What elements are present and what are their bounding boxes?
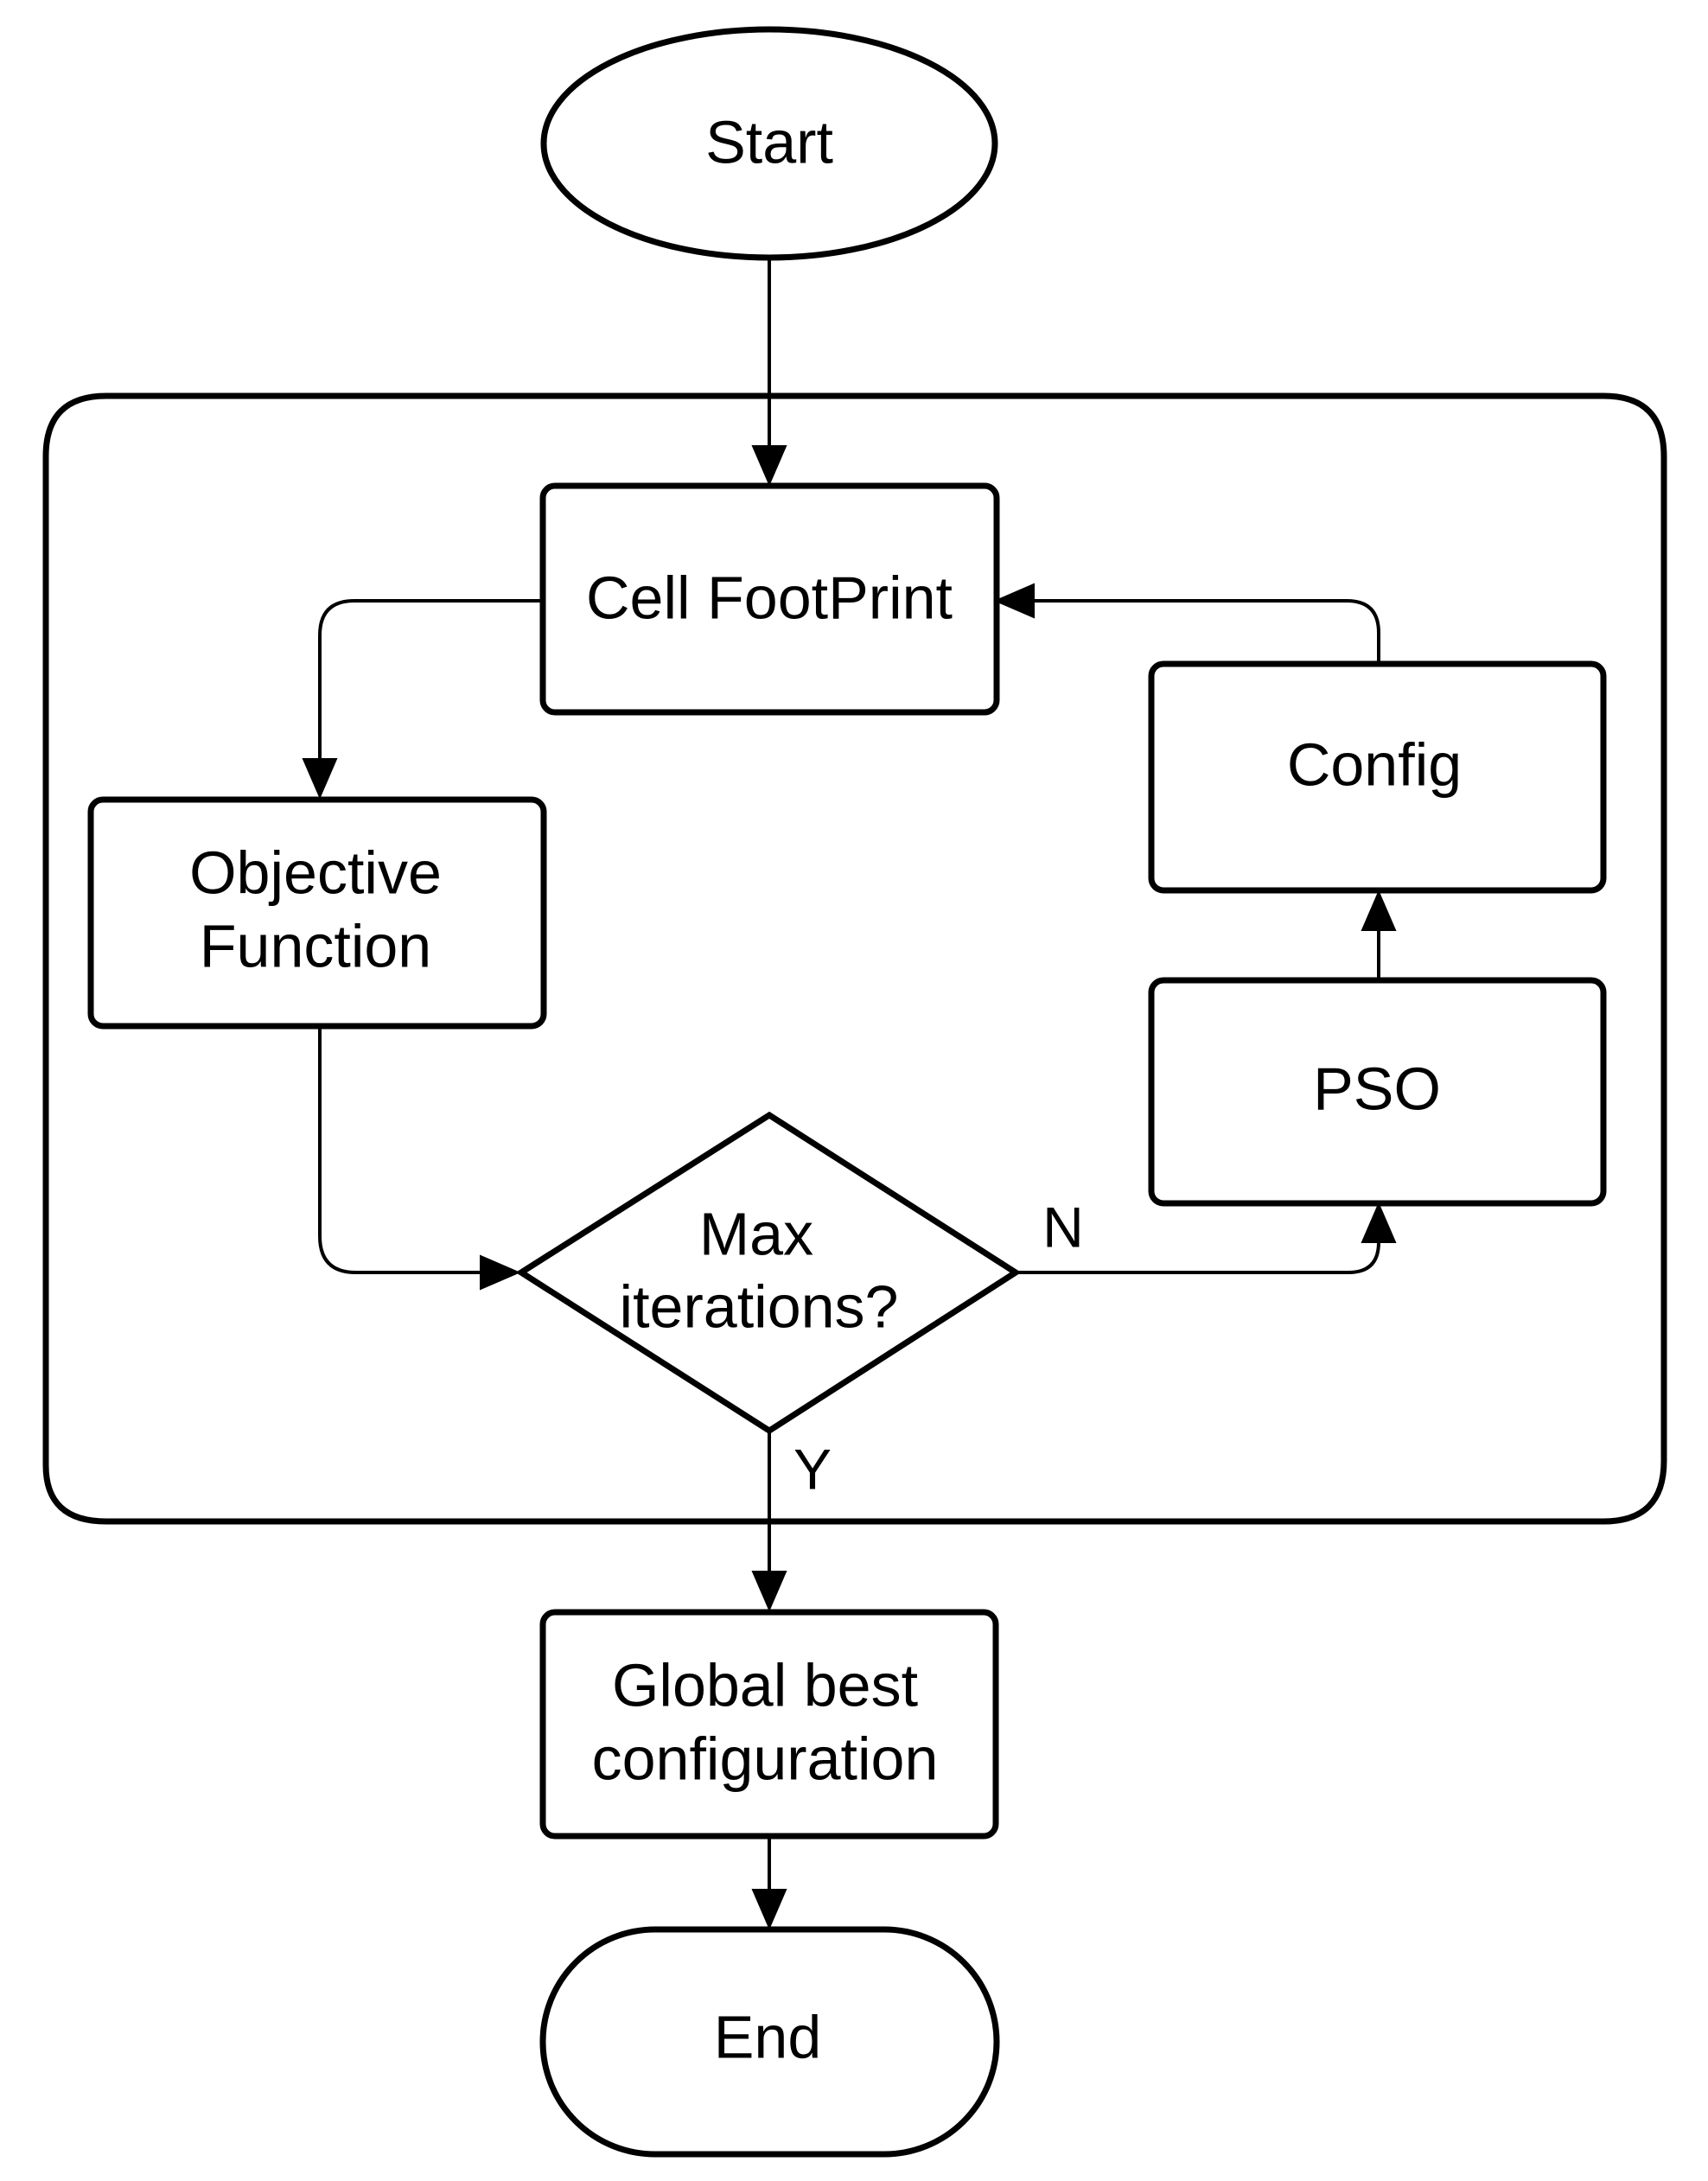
node-config: Config (1148, 660, 1607, 894)
node-config-label: Config (1287, 730, 1462, 798)
node-end-label: End (714, 2003, 822, 2070)
arrowhead (1361, 1202, 1397, 1243)
node-start: Start (540, 26, 998, 261)
arrowhead (751, 1571, 787, 1612)
arrowhead (993, 583, 1035, 619)
node-pso-label: PSO (1313, 1055, 1441, 1122)
node-global-best-label-line-1: Global best (612, 1651, 918, 1719)
arrowhead (751, 1889, 787, 1930)
node-max-iterations-label-line-1: Max (699, 1200, 813, 1267)
edge-label-yes: Y (793, 1437, 832, 1501)
node-max-iterations-label-line-2: iterations? (620, 1272, 899, 1340)
node-global-best-label-line-2: configuration (592, 1725, 939, 1792)
node-cell-footprint: Cell FootPrint (539, 482, 1000, 716)
loop-frame (42, 392, 1667, 1525)
node-pso: PSO (1148, 977, 1607, 1207)
node-max-iterations-decision: Max iterations? (515, 1111, 1022, 1435)
arrowhead (480, 1254, 521, 1291)
node-cell-footprint-label: Cell FootPrint (586, 564, 953, 631)
node-objective-function-label-line-2: Function (200, 912, 431, 979)
edge-label-no: N (1042, 1195, 1084, 1259)
edges (302, 258, 1397, 1930)
node-global-best-configuration: Global best configuration (539, 1609, 999, 1840)
node-start-label: Start (705, 108, 833, 175)
edge-config-to-cell-footprint (1033, 599, 1380, 661)
edge-objective-function-to-decision (318, 1026, 484, 1274)
arrowhead (302, 758, 338, 800)
arrowhead (751, 445, 787, 487)
node-objective-function-label-line-1: Objective (189, 839, 442, 906)
edge-cell-footprint-to-objective-function (318, 599, 540, 762)
arrowhead (1361, 890, 1397, 931)
node-end: End (539, 1926, 1000, 2158)
node-objective-function: Objective Function (87, 796, 547, 1030)
